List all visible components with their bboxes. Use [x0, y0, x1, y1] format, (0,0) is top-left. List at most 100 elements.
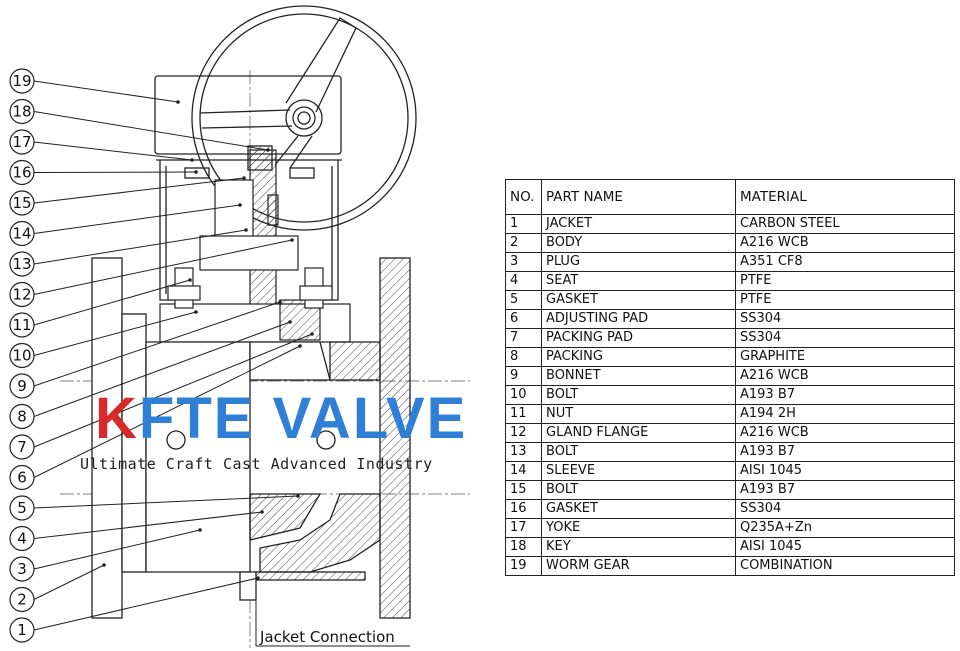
part-name-cell: PACKING	[541, 347, 736, 367]
part-name-cell: GLAND FLANGE	[541, 423, 736, 443]
callout-label: 5	[17, 499, 27, 517]
callout-label: 7	[17, 438, 27, 456]
leader-dot	[278, 300, 282, 304]
material-cell: SS304	[735, 309, 955, 329]
material-cell: COMBINATION	[735, 556, 955, 576]
callout-label: 6	[17, 469, 27, 487]
callout-circle	[9, 586, 35, 613]
leader-line	[33, 239, 293, 295]
callout-circle	[9, 98, 35, 125]
callout-label: 18	[12, 103, 31, 121]
yoke	[156, 159, 342, 301]
leader-dot	[260, 510, 264, 514]
leader-dot	[242, 176, 246, 180]
part-number-cell: 10	[505, 385, 542, 405]
callout-circle	[9, 312, 35, 338]
callout-label: 16	[12, 164, 31, 182]
callout-label: 10	[12, 347, 31, 365]
leader-line	[33, 301, 281, 387]
header-no: NO.	[505, 179, 542, 215]
part-number-cell: 2	[505, 233, 542, 253]
leader-dot	[244, 228, 248, 232]
callout-label: 19	[12, 72, 31, 90]
part-number-cell: 12	[505, 423, 542, 443]
leader-dot	[188, 278, 192, 282]
leader-line	[33, 111, 269, 151]
callout-label: 9	[17, 377, 27, 395]
material-cell: Q235A+Zn	[735, 518, 955, 538]
leader-dot	[290, 238, 294, 242]
part-number-cell: 17	[505, 518, 542, 538]
part-number-cell: 15	[505, 480, 542, 500]
callout-circle	[9, 190, 35, 216]
leader-line	[33, 141, 193, 161]
leader-dot	[102, 563, 106, 567]
callout-circle	[9, 159, 35, 186]
leader-line	[33, 321, 291, 417]
part-name-cell: PLUG	[541, 252, 736, 272]
leader-dot	[238, 203, 242, 207]
part-name-cell: BOLT	[541, 480, 736, 500]
callout-circle	[9, 68, 35, 94]
callout-label: 2	[17, 591, 27, 609]
part-number-cell: 19	[505, 556, 542, 576]
part-number-cell: 8	[505, 347, 542, 367]
jacket-connection-label: Jacket Connection	[255, 600, 410, 647]
callout-circle	[9, 251, 35, 277]
leader-line	[33, 345, 301, 478]
callout-circle	[9, 434, 35, 460]
callout-label: 13	[12, 255, 31, 273]
part-number-cell: 13	[505, 442, 542, 462]
material-cell: A216 WCB	[735, 233, 955, 253]
part-number-cell: 5	[505, 290, 542, 310]
handwheel	[191, 5, 417, 231]
jacket-connection-text: Jacket Connection	[259, 628, 395, 646]
part-number-cell: 16	[505, 499, 542, 519]
part-name-cell: BOLT	[541, 385, 736, 405]
leader-dot	[298, 344, 302, 348]
material-cell: CARBON STEEL	[735, 214, 955, 234]
callout-circle	[9, 495, 35, 521]
part-name-cell: WORM GEAR	[541, 556, 736, 576]
callout-circle	[9, 373, 35, 399]
material-cell: A351 CF8	[735, 252, 955, 272]
material-cell: A216 WCB	[735, 366, 955, 386]
leader-line	[33, 577, 259, 631]
callout-label: 8	[17, 408, 27, 426]
material-cell: SS304	[735, 499, 955, 519]
leader-line	[33, 529, 201, 570]
header-material: MATERIAL	[735, 179, 955, 215]
part-number-cell: 9	[505, 366, 542, 386]
part-name-cell: GASKET	[541, 290, 736, 310]
material-cell: AISI 1045	[735, 461, 955, 481]
part-name-cell: NUT	[541, 404, 736, 424]
callout-circle	[9, 464, 35, 491]
part-name-cell: KEY	[541, 537, 736, 557]
callout-circle	[9, 129, 35, 155]
part-number-cell: 11	[505, 404, 542, 424]
callout-circle	[9, 220, 35, 247]
part-number-cell: 14	[505, 461, 542, 481]
callout-circle	[9, 342, 35, 369]
part-name-cell: SLEEVE	[541, 461, 736, 481]
material-cell: PTFE	[735, 271, 955, 291]
callout-circle	[9, 617, 35, 643]
leader-line	[33, 171, 197, 173]
leader-dot	[296, 494, 300, 498]
leader-line	[33, 204, 241, 234]
material-cell: A193 B7	[735, 442, 955, 462]
leader-line	[33, 229, 247, 265]
leader-line	[33, 279, 191, 326]
